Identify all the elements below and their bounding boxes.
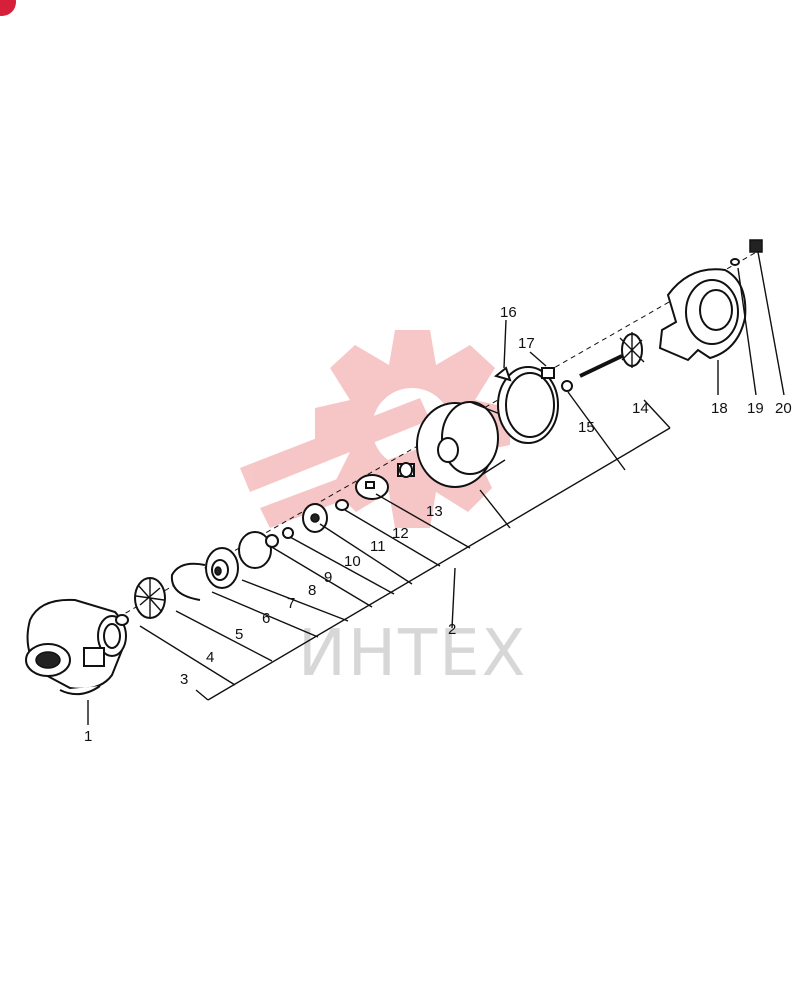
- bearing-housing-plate: [416, 401, 506, 488]
- callout-4: 4: [206, 649, 214, 666]
- callout-14: 14: [632, 400, 649, 417]
- seal-plate: [205, 547, 239, 589]
- callout-18: 18: [711, 400, 728, 417]
- watermark-text: ИНТЕХ: [298, 617, 527, 691]
- corner-badge: [0, 0, 16, 16]
- turbine-wheel-shaft: [579, 332, 645, 378]
- callout-5: 5: [235, 626, 243, 643]
- callout-12: 12: [392, 525, 409, 542]
- compressor-wheel: [134, 577, 166, 619]
- clamp-bolt: [541, 367, 555, 379]
- callout-13: 13: [426, 503, 443, 520]
- callout-16: 16: [500, 304, 517, 321]
- leader-lines: [87, 251, 785, 725]
- callout-1: 1: [84, 728, 92, 745]
- thrust-collar: [302, 503, 328, 533]
- callout-6: 6: [262, 610, 270, 627]
- thrust-spacer: [335, 499, 349, 511]
- callout-10: 10: [344, 553, 361, 570]
- housing-bolt: [749, 239, 763, 253]
- callout-2: 2: [448, 621, 456, 638]
- retaining-ring: [170, 562, 206, 601]
- assembly-axis: [109, 249, 761, 623]
- thrust-bearing: [355, 474, 389, 500]
- seal-sleeve: [265, 534, 279, 548]
- journal-bearing: [397, 462, 415, 478]
- callout-7: 7: [287, 595, 295, 612]
- callout-11: 11: [370, 538, 386, 555]
- piston-ring: [282, 527, 294, 539]
- callout-9: 9: [324, 569, 332, 586]
- lock-plate: [730, 258, 740, 266]
- turbine-housing: [658, 268, 747, 362]
- callout-20: 20: [775, 400, 792, 417]
- callout-3: 3: [180, 671, 188, 688]
- seal-ring: [561, 380, 573, 392]
- callout-17: 17: [518, 335, 535, 352]
- callout-15: 15: [578, 419, 595, 436]
- compressor-housing: [25, 598, 127, 696]
- callout-19: 19: [747, 400, 764, 417]
- compressor-nut: [115, 614, 129, 626]
- o-ring: [238, 531, 272, 569]
- v-band-clamp: [493, 366, 559, 444]
- callout-8: 8: [308, 582, 316, 599]
